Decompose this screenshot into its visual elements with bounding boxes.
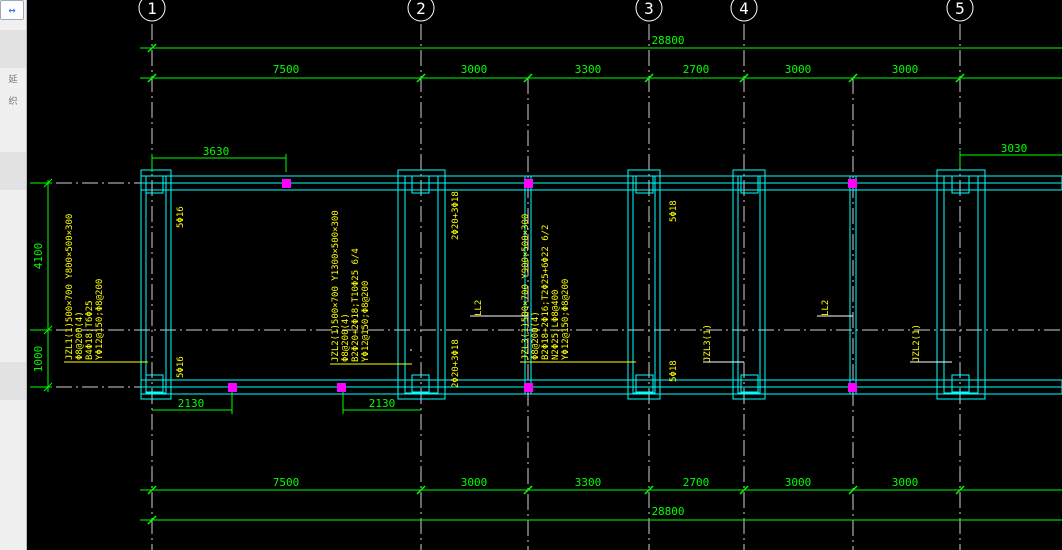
dim-side-upper: 4100 bbox=[32, 243, 45, 270]
dim-span-2-top: 3000 bbox=[461, 63, 488, 76]
link-beam-ll2-b bbox=[849, 176, 857, 394]
dim-span-2-bottom: 3000 bbox=[461, 476, 488, 489]
dim-offset-top-left: 3630 bbox=[203, 145, 230, 158]
dimension-texts: 28800 7500 3000 3300 2700 3000 3000 3630… bbox=[32, 34, 1027, 518]
axis-bubble-4: 4 bbox=[730, 0, 758, 22]
jzl2-tag: JZL2(1) bbox=[912, 324, 922, 362]
axis-bubble-2: 2 bbox=[407, 0, 435, 22]
link-beam-ll2-a bbox=[524, 176, 532, 394]
svg-text:B2Φ18+2Φ16;T2Φ25+6Φ22 6/2: B2Φ18+2Φ16;T2Φ25+6Φ22 6/2 bbox=[541, 225, 551, 360]
reinf-5-18-top: 5Φ18 bbox=[669, 200, 679, 222]
dim-span-1-top: 7500 bbox=[273, 63, 300, 76]
dim-span-5-top: 3000 bbox=[785, 63, 812, 76]
reinf-2-20-bottom: 2Φ20+3Φ18 bbox=[451, 339, 461, 388]
jzl1-label: JZL1(1)500×700 Y800×500×300 Φ8@200(4) B4… bbox=[65, 214, 105, 360]
beam-axis-1 bbox=[140, 169, 172, 400]
markers bbox=[228, 179, 857, 392]
ll2-label-a: LL2 bbox=[474, 300, 484, 316]
svg-text:YΦ12@150;Φ8@200: YΦ12@150;Φ8@200 bbox=[561, 279, 571, 360]
axis-bubbles: 1 2 3 4 5 bbox=[138, 0, 974, 22]
svg-text:YΦ12@150;Φ8@200: YΦ12@150;Φ8@200 bbox=[95, 279, 105, 360]
toolbar-section bbox=[0, 362, 26, 400]
axis-label-4: 4 bbox=[739, 0, 749, 18]
beam-annotations: JZL1(1)500×700 Y800×500×300 Φ8@200(4) B4… bbox=[65, 191, 922, 388]
dim-offset-top-right: 3030 bbox=[1001, 142, 1028, 155]
ll2-label-b: LL2 bbox=[821, 300, 831, 316]
beam-axis-3 bbox=[627, 169, 661, 400]
svg-text:B4Φ18;T6Φ25: B4Φ18;T6Φ25 bbox=[85, 300, 95, 360]
dim-span-3-bottom: 3300 bbox=[575, 476, 602, 489]
svg-text:Φ8@200(4): Φ8@200(4) bbox=[75, 311, 85, 360]
svg-text:Φ8@200(4): Φ8@200(4) bbox=[341, 313, 351, 362]
reinf-5-16-bottom: 5Φ16 bbox=[176, 356, 186, 378]
dim-span-4-top: 2700 bbox=[683, 63, 710, 76]
left-toolbar: ↔ 延 织 bbox=[0, 0, 27, 550]
axis-bubble-3: 3 bbox=[635, 0, 663, 22]
cad-drawing-canvas[interactable]: 1 2 3 4 5 bbox=[26, 0, 1062, 550]
dim-overall-bottom: 28800 bbox=[651, 505, 684, 518]
dim-span-4-bottom: 2700 bbox=[683, 476, 710, 489]
toolbar-label-1[interactable]: 延 bbox=[8, 75, 18, 85]
reinf-2-20-top: 2Φ20+3Φ18 bbox=[451, 191, 461, 240]
dim-span-6-top: 3000 bbox=[892, 63, 919, 76]
toolbar-label-2[interactable]: 织 bbox=[8, 97, 18, 107]
jzl3-tag: JZL3(1) bbox=[703, 324, 713, 362]
dim-offset-bottom-mid: 2130 bbox=[369, 397, 396, 410]
svg-text:Φ8@200(4): Φ8@200(4) bbox=[531, 311, 541, 360]
toolbar-section bbox=[0, 30, 26, 68]
text-underlines bbox=[64, 361, 636, 365]
jzl2-label: JZL2(1)500×700 Y1300×500×300 Φ8@200(4) B… bbox=[331, 210, 371, 362]
leader-lines bbox=[410, 315, 952, 363]
axis-label-1: 1 bbox=[147, 0, 157, 18]
beam-axis-2 bbox=[397, 169, 446, 400]
dim-offset-bottom-left: 2130 bbox=[178, 397, 205, 410]
expand-toggle-button[interactable]: ↔ bbox=[0, 0, 24, 20]
axis-bubble-1: 1 bbox=[138, 0, 166, 22]
dim-span-6-bottom: 3000 bbox=[892, 476, 919, 489]
reinf-5-18-bottom: 5Φ18 bbox=[669, 360, 679, 382]
svg-text:YΦ12@150;Φ8@200: YΦ12@150;Φ8@200 bbox=[361, 281, 371, 362]
foundation-beams bbox=[140, 169, 1062, 400]
axis-label-2: 2 bbox=[416, 0, 426, 18]
toolbar-section bbox=[0, 152, 26, 190]
svg-text:JZL2(1)500×700 Y1300×500×300: JZL2(1)500×700 Y1300×500×300 bbox=[331, 210, 341, 362]
axis-label-5: 5 bbox=[955, 0, 965, 18]
svg-text:JZL3(1)500×700 Y900×500×300: JZL3(1)500×700 Y900×500×300 bbox=[521, 214, 531, 360]
dim-span-1-bottom: 7500 bbox=[273, 476, 300, 489]
jzl3-label: JZL3(1)500×700 Y900×500×300 Φ8@200(4) B2… bbox=[521, 214, 571, 360]
dim-span-3-top: 3300 bbox=[575, 63, 602, 76]
svg-text:N2Φ25;LΦ8@400: N2Φ25;LΦ8@400 bbox=[551, 290, 561, 360]
beam-axis-5 bbox=[936, 169, 986, 400]
svg-text:B2Φ20+2Φ18;T10Φ25 6/4: B2Φ20+2Φ18;T10Φ25 6/4 bbox=[351, 248, 361, 362]
axis-bubble-5: 5 bbox=[946, 0, 974, 22]
dimension-lines bbox=[30, 43, 1062, 525]
beam-axis-4 bbox=[732, 169, 766, 400]
dim-overall-top: 28800 bbox=[651, 34, 684, 47]
dim-span-5-bottom: 3000 bbox=[785, 476, 812, 489]
reinf-5-16-top: 5Φ16 bbox=[176, 206, 186, 228]
dim-side-lower: 1000 bbox=[32, 346, 45, 373]
svg-text:JZL1(1)500×700 Y800×500×300: JZL1(1)500×700 Y800×500×300 bbox=[65, 214, 75, 360]
axis-label-3: 3 bbox=[644, 0, 654, 18]
